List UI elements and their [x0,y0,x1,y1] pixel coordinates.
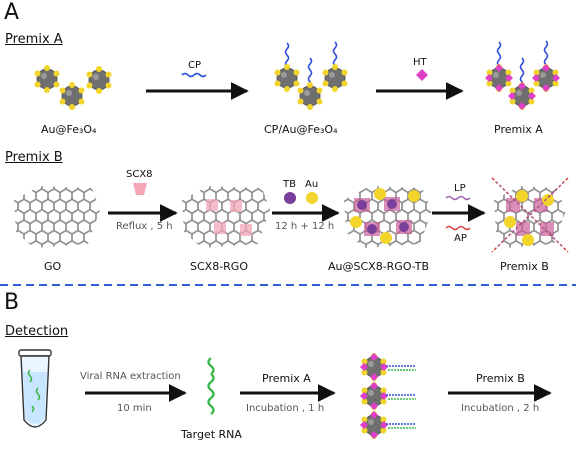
premix-b-arrow-label: Premix B [476,372,525,385]
arrow-ht [376,69,464,100]
time-12h-label: 12 h + 12 h [275,221,335,232]
detection-complexes [360,353,416,439]
incubation-1h-label: Incubation , 1 h [246,403,325,414]
au-label: Au [305,179,319,190]
reflux-label: Reflux , 5 h [116,221,173,232]
arrow-lp-ap [432,195,486,231]
panel-a-letter: A [4,0,20,25]
arrow-cp [146,72,249,100]
scx8-label: SCX8 [126,169,153,180]
extraction-label: Viral RNA extraction [80,371,181,382]
scx8-rgo-sheet [182,186,270,248]
premix-a-arrow-label: Premix A [262,372,311,385]
premix-b-label: Premix B [500,260,549,273]
au-scx8-rgo-tb-sheet [344,186,432,248]
cp-label: CP [188,60,202,71]
premix-b-heading: Premix B [5,150,63,165]
ap-label: AP [454,233,467,244]
go-label: GO [44,260,62,273]
go-sheet [14,186,100,248]
ht-label: HT [413,57,427,68]
au-fe3o4-particles [34,64,112,111]
au-scx8-rgo-tb-label: Au@SCX8-RGO-TB [328,260,430,273]
arrow-tb-au [272,192,340,222]
au-fe3o4-label: Au@Fe₃O₄ [41,123,97,136]
premix-a-label: Premix A [494,123,543,136]
incubation-2h-label: Incubation , 2 h [461,403,540,414]
cp-au-fe3o4-particles [274,41,348,111]
detection-heading: Detection [5,324,69,339]
target-rna-label: Target RNA [181,428,242,441]
target-rna-strand [207,357,215,415]
sample-tube [18,349,52,428]
premix-a-heading: Premix A [5,32,63,47]
cp-au-fe3o4-label: CP/Au@Fe₃O₄ [264,123,338,136]
arrow-scx8 [108,183,178,222]
panel-b-letter: B [4,290,20,315]
premix-b-sheet [491,177,569,253]
tb-label: TB [283,179,296,190]
premix-a-particles [485,40,560,110]
ten-min-label: 10 min [117,403,152,414]
lp-label: LP [454,183,466,194]
scx8-rgo-label: SCX8-RGO [190,260,248,273]
